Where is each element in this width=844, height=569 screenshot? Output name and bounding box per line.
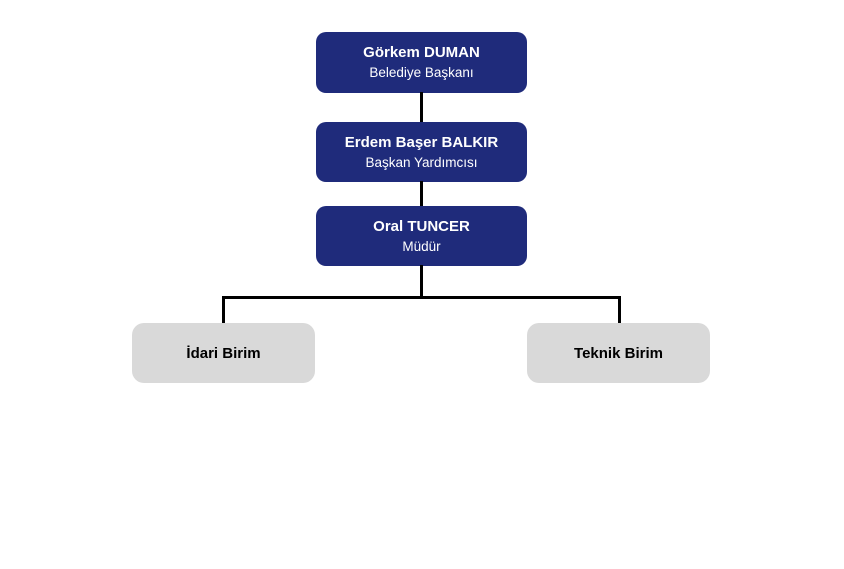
connector-branch-rail bbox=[222, 296, 621, 299]
org-node-title: Müdür bbox=[402, 238, 441, 254]
org-node-name: Oral TUNCER bbox=[373, 217, 470, 235]
connector-level1-level2 bbox=[420, 92, 423, 123]
org-node-name: Erdem Başer BALKIR bbox=[344, 133, 499, 151]
org-node-name: Görkem DUMAN bbox=[363, 44, 480, 62]
org-node-title: Başkan Yardımcısı bbox=[365, 154, 478, 170]
org-node-name: Teknik Birim bbox=[574, 344, 663, 362]
org-node-idari-birim: İdari Birim bbox=[132, 323, 315, 383]
connector-drop-teknik bbox=[618, 296, 621, 324]
org-node-name: İdari Birim bbox=[186, 344, 261, 362]
org-node-baskan-yardimcisi: Erdem Başer BALKIR Başkan Yardımcısı bbox=[316, 122, 527, 182]
connector-level2-level3 bbox=[420, 181, 423, 207]
connector-drop-idari bbox=[222, 296, 225, 324]
org-node-belediye-baskani: Görkem DUMAN Belediye Başkanı bbox=[316, 32, 527, 93]
org-node-title: Belediye Başkanı bbox=[369, 65, 474, 81]
connector-level3-rail bbox=[420, 265, 423, 297]
org-node-mudur: Oral TUNCER Müdür bbox=[316, 206, 527, 266]
org-node-teknik-birim: Teknik Birim bbox=[527, 323, 710, 383]
